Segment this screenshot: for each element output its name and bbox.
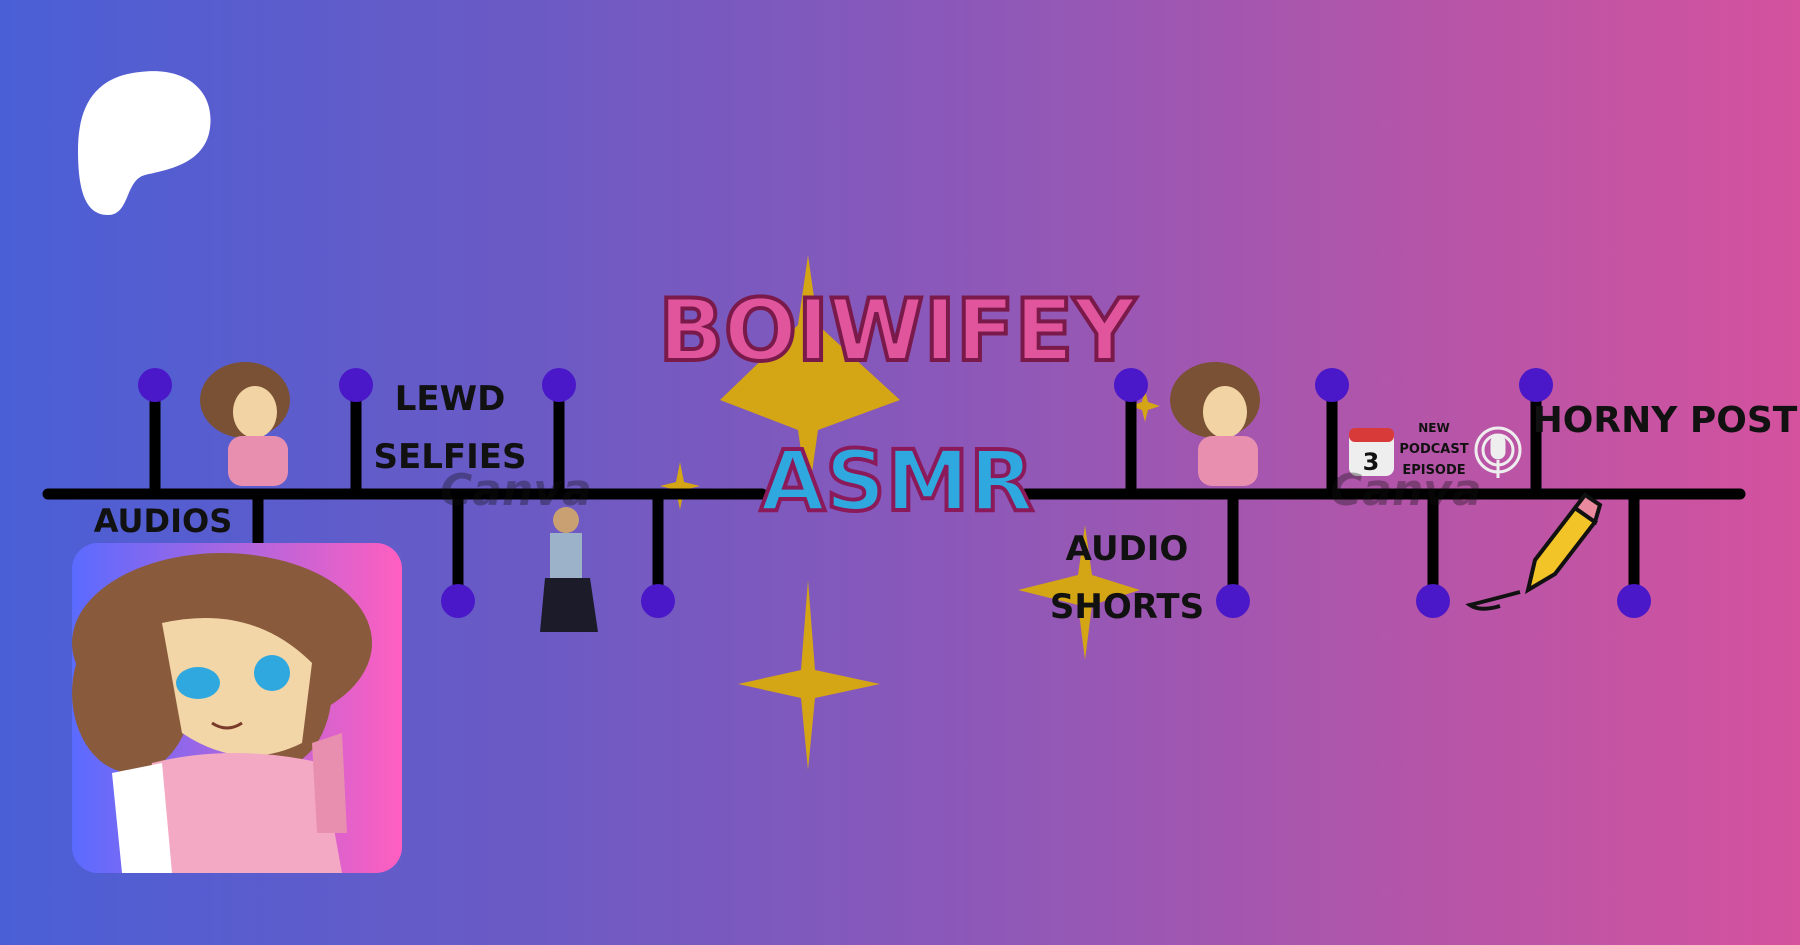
sparkle-icon bbox=[660, 462, 700, 510]
podcast-mic-icon bbox=[1474, 426, 1522, 478]
sparkle-icons bbox=[660, 255, 1160, 770]
pencil-icon bbox=[1465, 492, 1603, 611]
label-lewd: LEWD bbox=[395, 379, 506, 419]
label-selfies: SELFIES bbox=[374, 437, 527, 477]
label-new: NEW bbox=[1418, 421, 1449, 435]
character-sticker bbox=[200, 362, 290, 486]
timeline-pins bbox=[138, 368, 1651, 618]
label-audios: AUDIOS bbox=[94, 502, 232, 540]
banner-subtitle: ASMR bbox=[760, 432, 1034, 530]
banner-title: BOIWIFEY bbox=[658, 281, 1137, 381]
sparkle-icon bbox=[1130, 390, 1160, 422]
calendar-day: 3 bbox=[1363, 448, 1380, 476]
label-episode: EPISODE bbox=[1402, 463, 1465, 478]
timeline-left bbox=[42, 382, 768, 606]
label-podcast: PODCAST bbox=[1399, 442, 1468, 457]
creator-avatar[interactable] bbox=[72, 543, 402, 873]
label-shorts: SHORTS bbox=[1050, 587, 1204, 627]
character-sticker bbox=[1170, 362, 1260, 486]
selfie-photo bbox=[540, 507, 598, 632]
calendar-icon: 3 bbox=[1349, 428, 1394, 476]
patreon-logo-icon bbox=[78, 71, 211, 216]
avatar-character-illustration bbox=[72, 553, 372, 873]
sparkle-icon bbox=[1018, 525, 1140, 660]
sparkle-icon bbox=[720, 255, 900, 500]
label-audio: AUDIO bbox=[1066, 529, 1189, 569]
watermark: Canva bbox=[440, 465, 592, 516]
watermark: Canva bbox=[1330, 465, 1482, 516]
timeline-right bbox=[1020, 382, 1746, 606]
sparkle-icon bbox=[738, 580, 880, 770]
label-horny-post: HORNY POST bbox=[1533, 400, 1798, 441]
